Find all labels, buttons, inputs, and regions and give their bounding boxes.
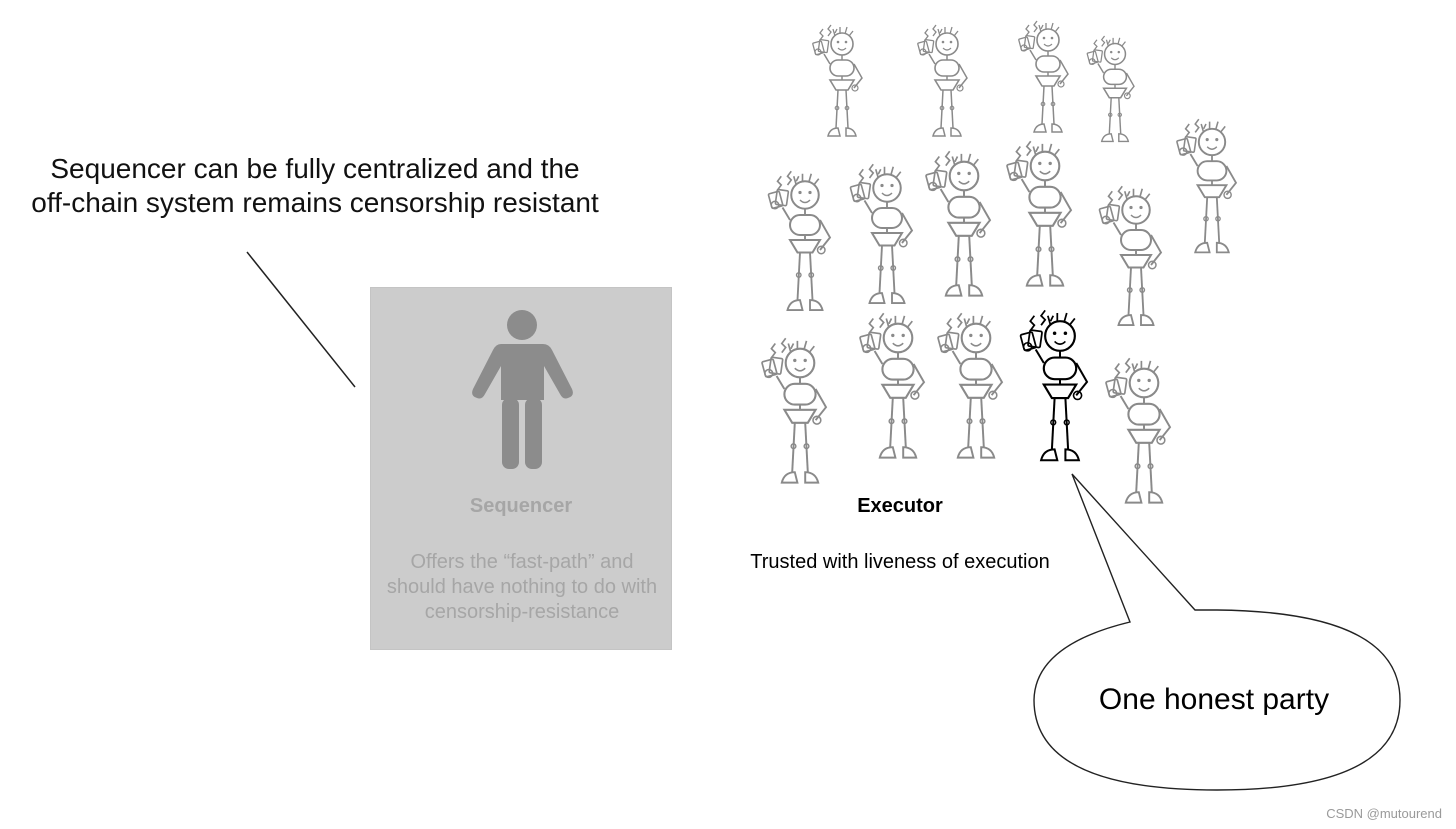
- caption-line-1: Sequencer can be fully centralized and t…: [50, 153, 580, 184]
- executor-figure: [936, 312, 1004, 459]
- caption-line-2: off-chain system remains censorship resi…: [31, 187, 599, 218]
- sequencer-box: Sequencer Offers the “fast-path” and sho…: [370, 287, 672, 650]
- honest-executor-figure: [1019, 309, 1089, 462]
- speech-bubble: [1033, 473, 1401, 791]
- caption-pointer-line: [246, 251, 356, 388]
- executor-figure: [760, 337, 828, 484]
- executor-figure: [1175, 118, 1237, 254]
- person-icon: [472, 310, 573, 469]
- sequencer-description: Offers the “fast-path” and should have n…: [386, 551, 658, 623]
- speech-bubble-text: One honest party: [1098, 683, 1330, 716]
- watermark: CSDN @mutourend: [1326, 806, 1442, 821]
- executor-figure: [858, 312, 926, 459]
- executor-title: Executor: [857, 495, 943, 517]
- executor-figure: [1104, 357, 1172, 504]
- executor-figure: [924, 150, 992, 297]
- executor-figure: [849, 163, 913, 304]
- executor-figure: [1017, 20, 1069, 133]
- executor-figure: [1098, 185, 1162, 326]
- executor-figure: [811, 24, 863, 137]
- caption: Sequencer can be fully centralized and t…: [8, 152, 622, 220]
- sequencer-title: Sequencer: [469, 495, 573, 517]
- executor-figure: [916, 24, 968, 137]
- executor-description: Trusted with liveness of execution: [750, 551, 1050, 573]
- executor-figure: [1086, 35, 1135, 143]
- executor-figure: [1005, 140, 1073, 287]
- executor-figure: [767, 170, 831, 311]
